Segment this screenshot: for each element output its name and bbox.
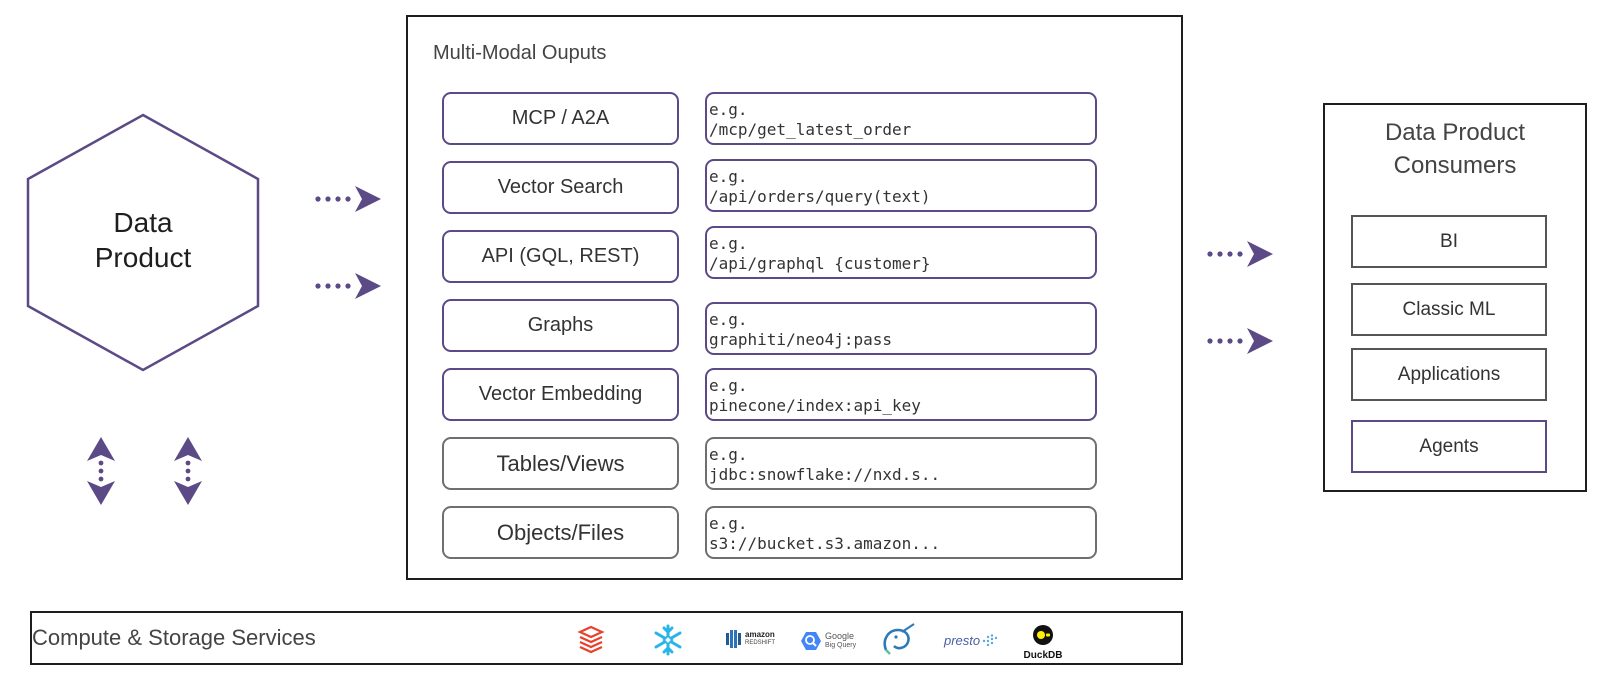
consumer-bi: BI — [1351, 215, 1547, 268]
compute-storage-label: Compute & Storage Services — [32, 625, 316, 650]
bigquery-logo: Google Big Query — [800, 631, 856, 651]
consumer-classic-ml: Classic ML — [1351, 283, 1547, 336]
bigquery-text: Google — [825, 631, 855, 641]
arrow-right-3 — [1207, 241, 1273, 267]
example-prefix: e.g. — [709, 167, 748, 186]
example-prefix: e.g. — [709, 514, 748, 533]
example-value: /api/orders/query(text) — [709, 187, 931, 206]
output-tag-api: API (GQL, REST) — [442, 230, 679, 283]
example-value: /mcp/get_latest_order — [709, 120, 912, 139]
output-tag-vector-embedding: Vector Embedding — [442, 368, 679, 421]
output-example-api: e.g./api/graphql {customer} — [705, 226, 1097, 279]
presto-dots-icon — [982, 633, 998, 646]
compute-storage-bar — [30, 611, 1183, 665]
arrow-updown-1 — [87, 437, 115, 505]
data-product-line2: Product — [94, 242, 192, 273]
data-product-line1: Data — [113, 207, 173, 238]
output-tag-graphs: Graphs — [442, 299, 679, 352]
example-prefix: e.g. — [709, 376, 748, 395]
output-tag-tables-views: Tables/Views — [442, 437, 679, 490]
bigquery-hex-icon — [801, 632, 821, 650]
output-tag-objects-files: Objects/Files — [442, 506, 679, 559]
bigquery-subtext: Big Query — [825, 642, 857, 649]
example-value: /api/graphql {customer} — [709, 254, 931, 273]
arrow-updown-2 — [174, 437, 202, 505]
duckdb-logo: DuckDB — [1020, 625, 1066, 661]
trino-logo-icon — [883, 623, 915, 655]
output-example-objects-files: e.g.s3://bucket.s3.amazon... — [705, 506, 1097, 559]
duckdb-icon — [1033, 625, 1053, 645]
output-tag-vector-search: Vector Search — [442, 161, 679, 214]
consumers-title-line1: Data Product — [1384, 119, 1526, 146]
example-value: jdbc:snowflake://nxd.s.. — [709, 465, 941, 484]
redshift-bars-icon — [726, 630, 741, 648]
example-prefix: e.g. — [709, 310, 748, 329]
consumer-applications: Applications — [1351, 348, 1547, 401]
snowflake-logo-icon — [654, 624, 682, 656]
arrow-right-1 — [315, 186, 381, 212]
redshift-subtext: REDSHIFT — [745, 640, 775, 646]
duckdb-text: DuckDB — [1023, 650, 1063, 661]
consumers-title-line2: Consumers — [1393, 152, 1517, 179]
output-tag-mcp: MCP / A2A — [442, 92, 679, 145]
output-example-graphs: e.g.graphiti/neo4j:pass — [705, 302, 1097, 355]
output-example-vector-search: e.g./api/orders/query(text) — [705, 159, 1097, 212]
redshift-logo: amazon REDSHIFT — [726, 630, 775, 648]
example-prefix: e.g. — [709, 100, 748, 119]
output-example-vector-embedding: e.g.pinecone/index:api_key — [705, 368, 1097, 421]
example-prefix: e.g. — [709, 445, 748, 464]
output-example-tables-views: e.g.jdbc:snowflake://nxd.s.. — [705, 437, 1097, 490]
consumer-agents: Agents — [1351, 420, 1547, 473]
data-product-label: Data Product — [28, 205, 258, 275]
consumers-title: Data Product Consumers — [1323, 116, 1587, 182]
example-value: graphiti/neo4j:pass — [709, 330, 893, 349]
output-example-mcp: e.g./mcp/get_latest_order — [705, 92, 1097, 145]
example-prefix: e.g. — [709, 234, 748, 253]
outputs-title: Multi-Modal Ouputs — [433, 42, 607, 64]
arrow-right-2 — [315, 273, 381, 299]
redshift-text: amazon — [745, 630, 775, 639]
arrow-right-4 — [1207, 328, 1273, 354]
example-value: s3://bucket.s3.amazon... — [709, 534, 941, 553]
example-value: pinecone/index:api_key — [709, 396, 921, 415]
presto-text: presto — [944, 633, 981, 648]
presto-logo: presto — [944, 633, 998, 648]
databricks-logo-icon — [577, 625, 605, 654]
